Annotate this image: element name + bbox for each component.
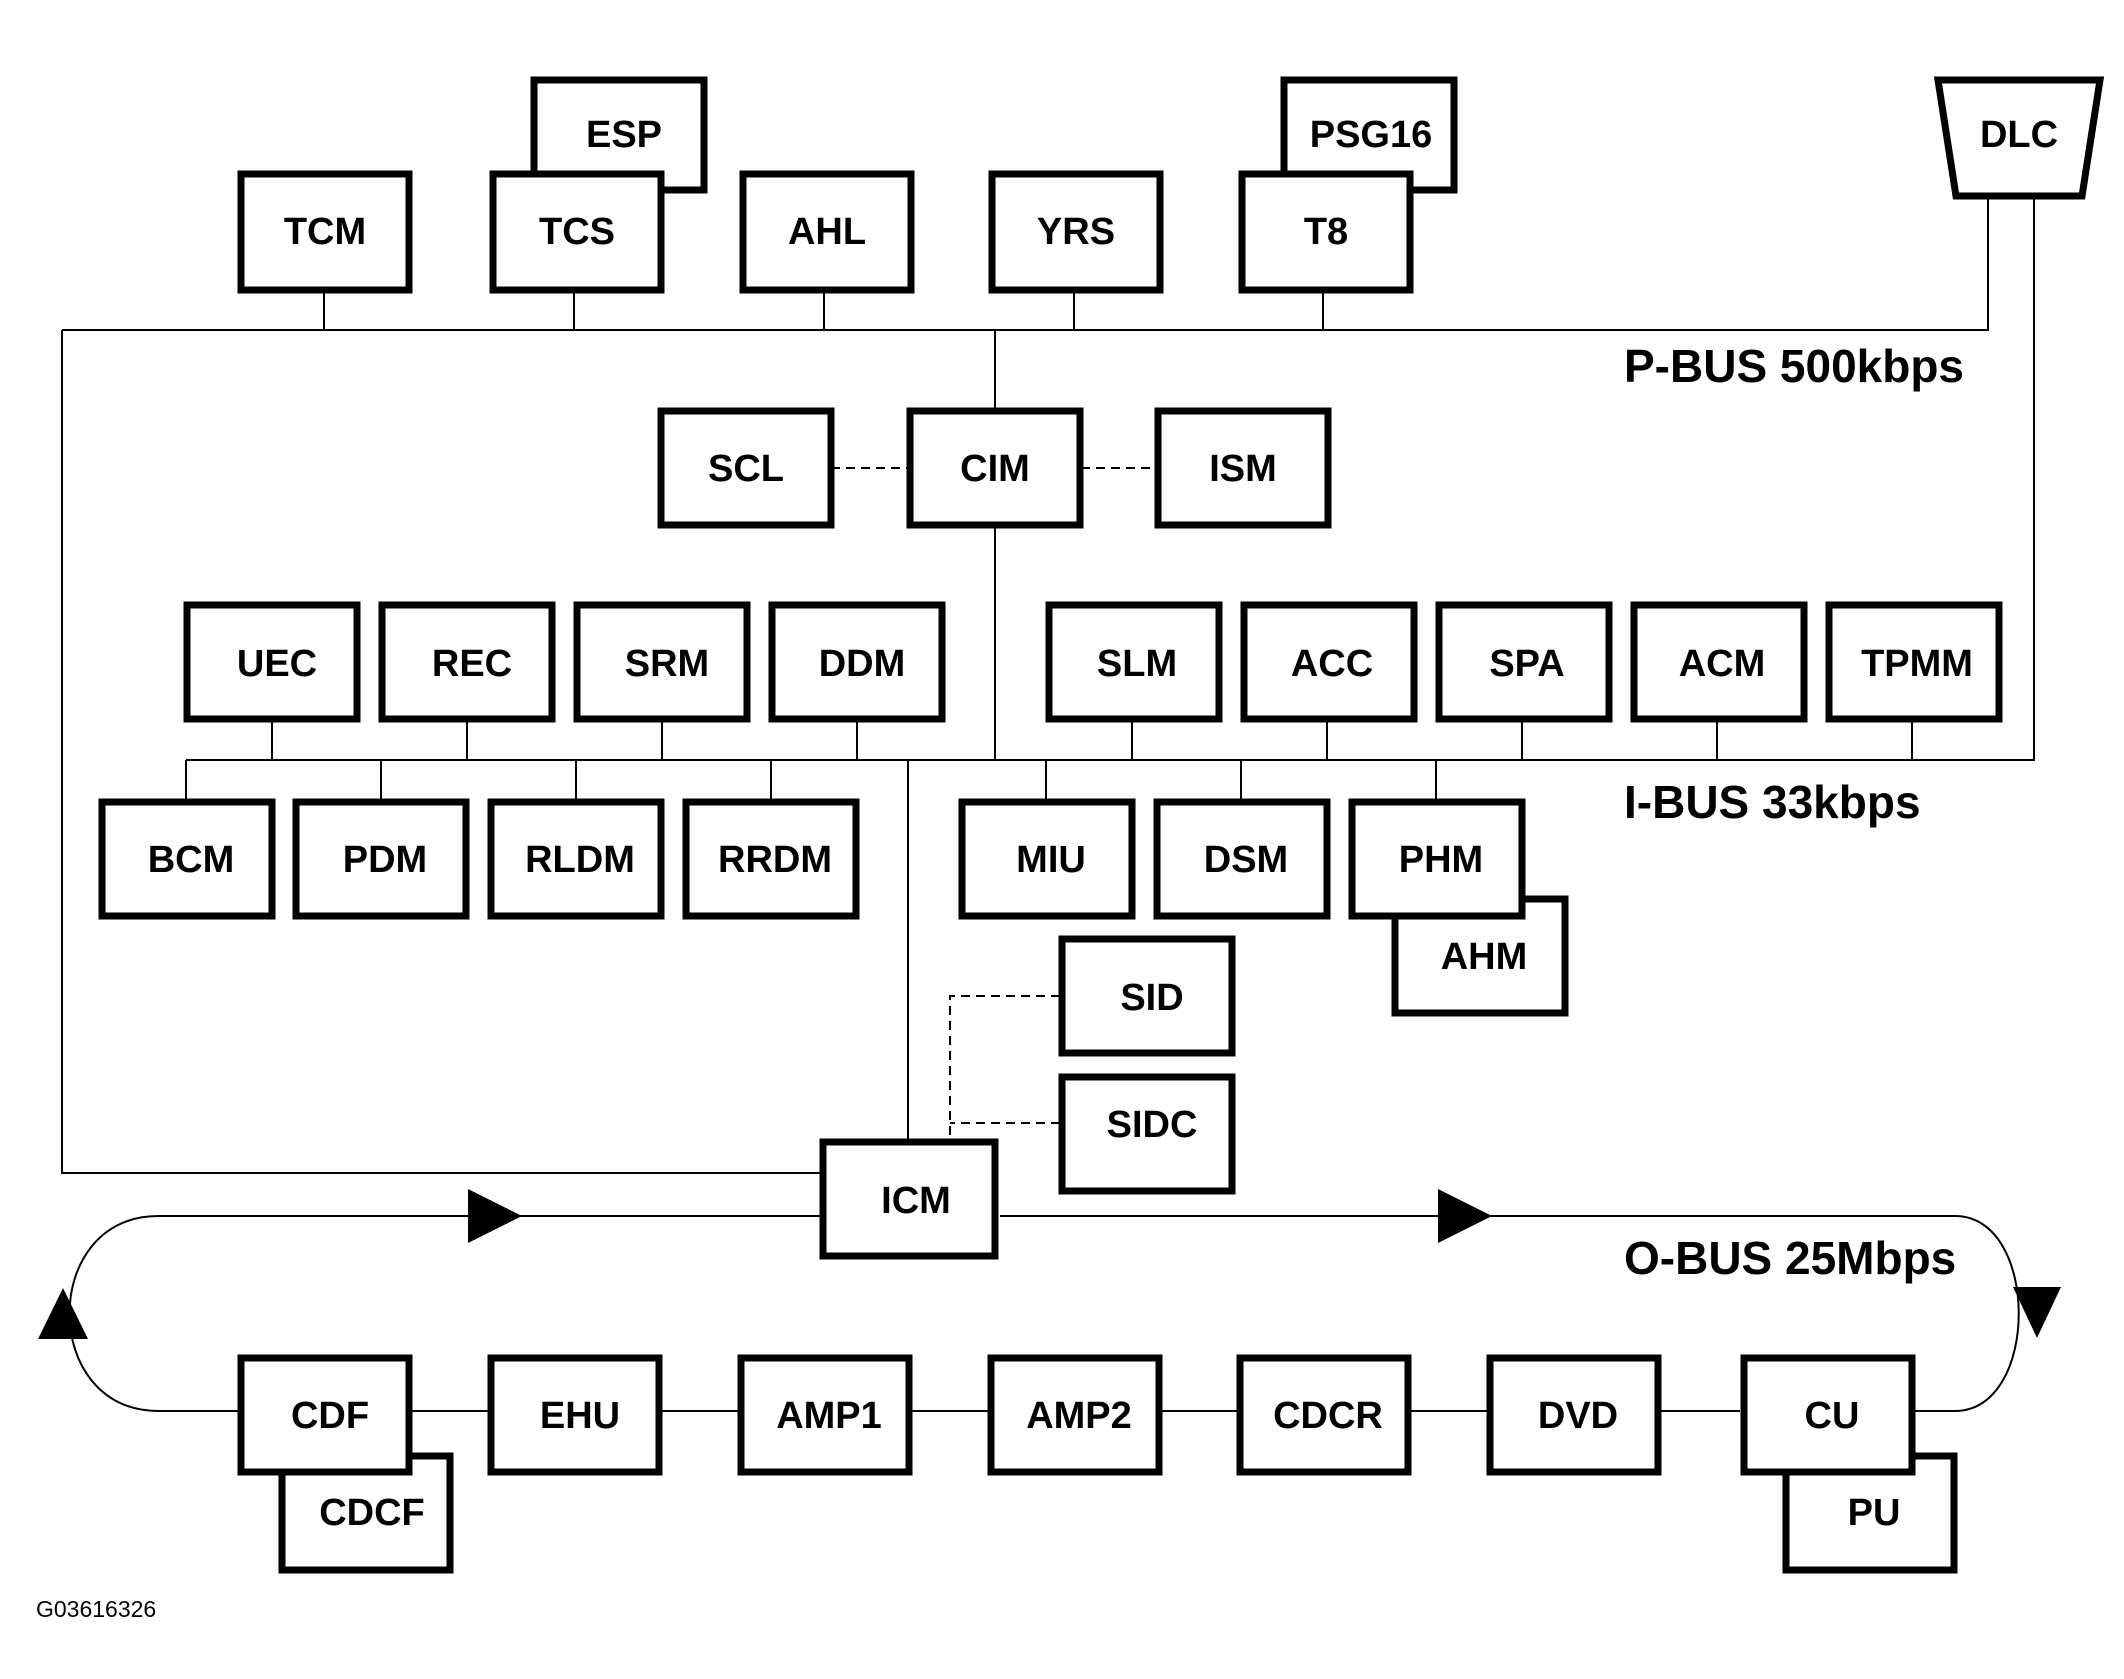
- svg-text:CDF: CDF: [291, 1395, 369, 1437]
- module-yrs: YRS: [988, 170, 1164, 294]
- svg-text:TCS: TCS: [539, 211, 615, 253]
- svg-text:TCM: TCM: [284, 211, 366, 253]
- module-ism: ISM: [1154, 407, 1332, 529]
- svg-text:CDCF: CDCF: [319, 1492, 425, 1534]
- module-rrdm: RRDM: [682, 798, 860, 920]
- p-bus-left-trunk: [61, 330, 823, 1174]
- svg-text:UEC: UEC: [237, 643, 317, 685]
- svg-text:ACC: ACC: [1291, 643, 1373, 685]
- svg-text:SIDC: SIDC: [1107, 1104, 1198, 1146]
- i-bus-label: I-BUS 33kbps: [1624, 776, 1921, 828]
- figure-id: G03616326: [36, 1596, 156, 1622]
- svg-text:PU: PU: [1848, 1492, 1901, 1534]
- svg-text:ICM: ICM: [881, 1180, 951, 1222]
- arrow-right-2: [1438, 1189, 1492, 1243]
- o-bus-label: O-BUS 25Mbps: [1624, 1232, 1956, 1284]
- svg-text:DLC: DLC: [1980, 114, 2058, 156]
- svg-text:SID: SID: [1120, 977, 1183, 1019]
- svg-text:TPMM: TPMM: [1861, 643, 1973, 685]
- o-bus-arrows: [38, 1189, 2061, 1339]
- svg-text:CU: CU: [1805, 1395, 1860, 1437]
- module-acm: ACM: [1630, 601, 1808, 723]
- module-ddm: DDM: [768, 601, 946, 723]
- svg-text:PHM: PHM: [1399, 839, 1483, 881]
- module-rec: REC: [378, 601, 556, 723]
- p-bus-line: [62, 196, 1989, 331]
- sid-link: [949, 995, 1060, 1140]
- module-icm: ICM: [819, 1138, 999, 1260]
- svg-text:PDM: PDM: [343, 839, 427, 881]
- svg-text:T8: T8: [1304, 211, 1348, 253]
- module-scl: SCL: [657, 407, 835, 529]
- svg-text:AMP1: AMP1: [776, 1395, 882, 1437]
- module-tpmm: TPMM: [1825, 601, 2003, 723]
- svg-text:RRDM: RRDM: [718, 839, 832, 881]
- svg-text:SRM: SRM: [625, 643, 709, 685]
- module-t8: T8: [1238, 170, 1414, 294]
- module-rldm: RLDM: [487, 798, 665, 920]
- svg-text:BCM: BCM: [148, 839, 235, 881]
- svg-text:SPA: SPA: [1489, 643, 1564, 685]
- module-ehu: EHU: [487, 1354, 663, 1476]
- module-cdf: CDF: [237, 1354, 413, 1476]
- svg-text:ACM: ACM: [1679, 643, 1766, 685]
- module-ahl: AHL: [739, 170, 915, 294]
- svg-text:CDCR: CDCR: [1273, 1395, 1383, 1437]
- dashed-links: [831, 467, 1157, 1140]
- i-bus-line: [186, 196, 2035, 761]
- module-dsm: DSM: [1153, 798, 1331, 920]
- svg-text:YRS: YRS: [1037, 211, 1115, 253]
- arrow-up: [38, 1288, 88, 1339]
- svg-text:DVD: DVD: [1538, 1395, 1618, 1437]
- arrow-right-1: [468, 1189, 522, 1243]
- svg-text:CIM: CIM: [960, 448, 1030, 490]
- svg-text:AHL: AHL: [788, 211, 866, 253]
- module-sidc: SIDC: [1058, 1073, 1236, 1195]
- svg-text:ESP: ESP: [586, 114, 662, 156]
- module-cu: CU: [1740, 1354, 1916, 1476]
- module-cim: CIM: [906, 407, 1084, 529]
- module-dlc: DLC: [1933, 76, 2105, 200]
- module-spa: SPA: [1435, 601, 1613, 723]
- module-dvd: DVD: [1486, 1354, 1662, 1476]
- module-amp2: AMP2: [987, 1354, 1163, 1476]
- module-srm: SRM: [573, 601, 751, 723]
- svg-text:ISM: ISM: [1209, 448, 1277, 490]
- module-acc: ACC: [1240, 601, 1418, 723]
- module-amp1: AMP1: [737, 1354, 913, 1476]
- svg-text:DSM: DSM: [1204, 839, 1288, 881]
- svg-text:PSG16: PSG16: [1310, 114, 1433, 156]
- svg-text:AHM: AHM: [1441, 936, 1528, 978]
- module-tcs: TCS: [489, 170, 665, 294]
- module-pdm: PDM: [292, 798, 470, 920]
- module-phm: PHM: [1348, 798, 1526, 920]
- svg-text:RLDM: RLDM: [525, 839, 635, 881]
- p-bus-label: P-BUS 500kbps: [1624, 340, 1964, 392]
- module-sid: SID: [1058, 935, 1236, 1057]
- svg-text:DDM: DDM: [819, 643, 906, 685]
- module-bcm: BCM: [98, 798, 276, 920]
- module-cdcr: CDCR: [1236, 1354, 1412, 1476]
- svg-text:EHU: EHU: [540, 1395, 620, 1437]
- module-slm: SLM: [1045, 601, 1223, 723]
- bus-wiring: [61, 196, 2035, 1412]
- module-tcm: TCM: [237, 170, 413, 294]
- svg-text:SLM: SLM: [1097, 643, 1177, 685]
- arrow-down: [2013, 1287, 2061, 1338]
- module-miu: MIU: [958, 798, 1136, 920]
- module-uec: UEC: [183, 601, 361, 723]
- svg-text:AMP2: AMP2: [1026, 1395, 1132, 1437]
- svg-text:MIU: MIU: [1016, 839, 1086, 881]
- svg-text:SCL: SCL: [708, 448, 784, 490]
- svg-text:REC: REC: [432, 643, 512, 685]
